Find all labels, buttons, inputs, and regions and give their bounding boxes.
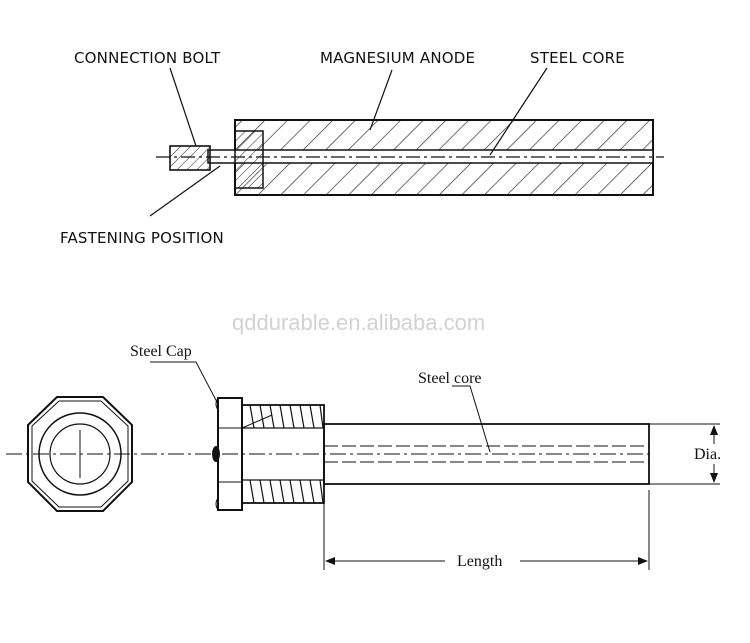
leader-fastening-position: [149, 165, 221, 217]
anode-rod: [323, 423, 650, 485]
watermark: qddurable.en.alibaba.com: [232, 310, 485, 335]
label-fastening-position: FASTENING POSITION: [60, 229, 224, 247]
bottom-assembly: Dia. Length Steel Cap Steel core: [6, 343, 721, 570]
fastening-block: [234, 130, 264, 189]
connection-bolt: [169, 145, 211, 171]
length-dimension: Length: [323, 490, 650, 570]
leader-steel-cap: [150, 361, 219, 405]
leader-steel-core: [489, 67, 548, 156]
diameter-dimension: Dia.: [649, 423, 721, 485]
leader-steel-core-bottom: [452, 385, 491, 453]
label-diameter: Dia.: [694, 446, 721, 463]
label-steel-cap: Steel Cap: [130, 343, 192, 360]
top-cross-section: CONNECTION BOLT MAGNESIUM ANODE STEEL CO…: [60, 49, 664, 247]
fastening-bead: [212, 446, 220, 462]
label-steel-core: STEEL CORE: [530, 49, 625, 67]
label-length: Length: [457, 553, 502, 570]
label-connection-bolt: CONNECTION BOLT: [74, 49, 221, 67]
hex-end-view: [6, 396, 650, 512]
label-magnesium-anode: MAGNESIUM ANODE: [320, 49, 475, 67]
label-steel-core-bottom: Steel core: [418, 370, 482, 387]
leader-connection-bolt: [169, 67, 197, 147]
leader-magnesium-anode: [369, 69, 393, 131]
